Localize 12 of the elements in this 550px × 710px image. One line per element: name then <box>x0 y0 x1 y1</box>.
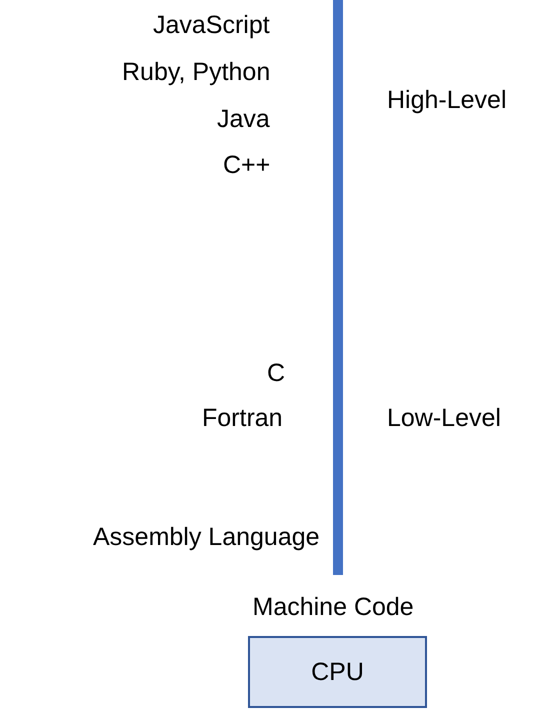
language-label: JavaScript <box>153 10 270 40</box>
language-label: Fortran <box>202 403 283 433</box>
processor-box <box>248 636 427 708</box>
box-label: CPU <box>311 657 364 687</box>
language-label: C++ <box>223 150 270 180</box>
level-label: Low-Level <box>387 403 501 433</box>
language-label: Ruby, Python <box>122 57 270 87</box>
language-label: Assembly Language <box>93 522 320 552</box>
level-label: High-Level <box>387 85 507 115</box>
level-label: Machine Code <box>252 592 414 622</box>
language-label: Java <box>217 104 270 134</box>
language-label: C <box>267 358 286 388</box>
